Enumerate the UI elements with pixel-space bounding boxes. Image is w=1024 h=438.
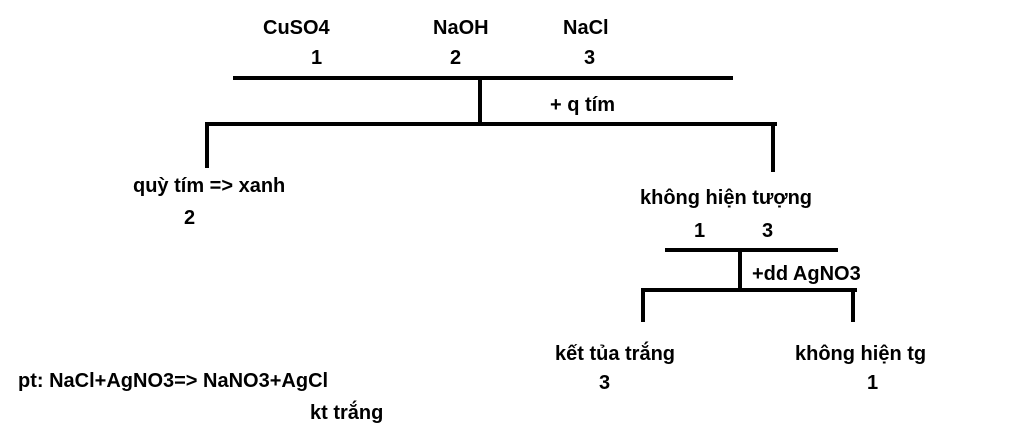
equation: pt: NaCl+AgNO3=> NaNO3+AgCl (18, 370, 329, 392)
equation-note: kt trắng (310, 402, 384, 424)
stem-line-1 (478, 76, 482, 126)
right-drop-1 (771, 122, 775, 172)
step1-right-result: không hiện tượng (640, 187, 813, 209)
reagent-cuso4-num: 1 (311, 47, 323, 69)
step2-reagent: +dd AgNO3 (752, 263, 861, 285)
step1-right-num-3: 3 (762, 220, 774, 242)
step2-left-result: kết tủa trắng (555, 343, 676, 365)
reagent-naoh: NaOH (433, 17, 489, 39)
step1-left-result: quỳ tím => xanh (133, 175, 286, 197)
branch-line-2-top (665, 248, 838, 252)
stem-line-2 (738, 248, 742, 290)
left-drop-2 (641, 288, 645, 322)
step2-right-result: không hiện tg (795, 343, 927, 365)
reagent-cuso4: CuSO4 (263, 17, 330, 39)
reagent-nacl-num: 3 (584, 47, 596, 69)
reagent-nacl: NaCl (563, 17, 609, 39)
step1-left-num: 2 (184, 207, 196, 229)
branch-line-1 (205, 122, 777, 126)
right-drop-2 (851, 288, 855, 322)
branch-line-top (233, 76, 733, 80)
step2-left-num: 3 (599, 372, 611, 394)
step1-right-num-1: 1 (694, 220, 706, 242)
left-drop-1 (205, 122, 209, 168)
step2-right-num: 1 (867, 372, 879, 394)
reagent-naoh-num: 2 (450, 47, 462, 69)
branch-line-2 (641, 288, 857, 292)
step1-reagent: + q tím (550, 94, 616, 116)
